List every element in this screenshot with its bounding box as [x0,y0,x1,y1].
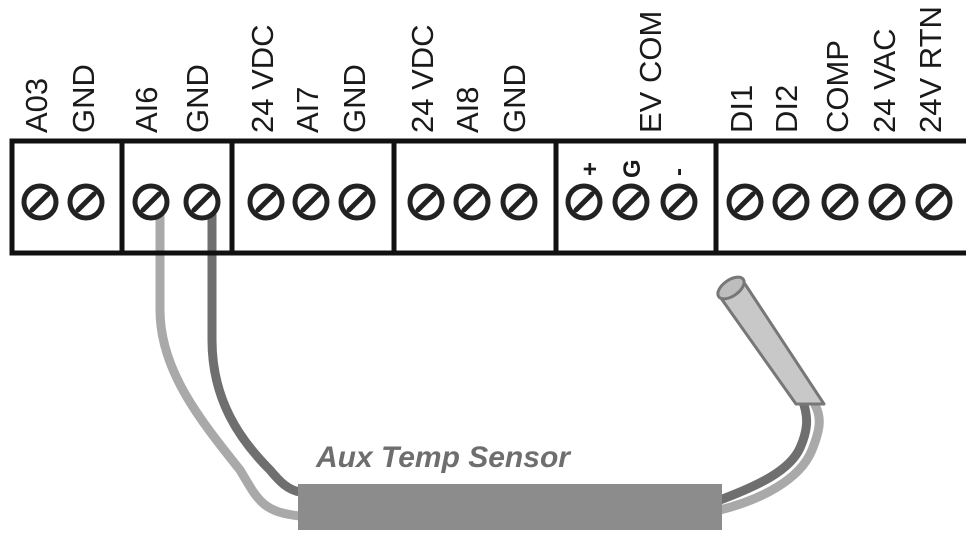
screw-terminal [132,183,170,221]
terminal-label-24vdc: 24 VDC [405,24,440,133]
terminal-label-ai8: AI8 [450,86,485,133]
screw-terminal [500,183,538,221]
screw-terminal [247,183,285,221]
terminal-label-gnd: GND [180,64,215,133]
screw-terminal [915,183,953,221]
screw-terminal [338,183,376,221]
screw-terminal [612,183,650,221]
terminal-screws [21,183,953,221]
screw-terminal [183,183,221,221]
screw-terminal [453,183,491,221]
screw-terminal [67,183,105,221]
terminal-strip [9,138,966,256]
sensor-label: Aux Temp Sensor [315,441,572,474]
screw-terminal [821,183,859,221]
sensor-wire-light [155,207,305,521]
polarity-minus: - [665,168,692,176]
terminal-label-ai6: AI6 [129,86,164,133]
screw-terminal [407,183,445,221]
terminal-label-24v-rtn: 24V RTN [913,6,948,133]
screw-terminal [565,183,603,221]
sensor-wire-dark [207,207,305,497]
terminal-label-24vdc: 24 VDC [245,24,280,133]
terminal-label-gnd: GND [497,64,532,133]
sensor-probe [716,275,826,406]
terminal-label-ai7: AI7 [290,86,325,133]
polarity-plus: + [577,162,604,176]
terminal-label-comp: COMP [820,40,855,133]
screw-terminal [660,183,698,221]
aux-temp-sensor: Aux Temp Sensor [298,441,722,530]
terminal-label-gnd: GND [66,64,101,133]
screw-terminal [21,183,59,221]
terminal-label-di2: DI2 [769,85,804,133]
probe-wire-light [715,400,824,515]
screw-terminal [868,183,906,221]
screw-terminal [726,183,764,221]
polarity-g: G [619,159,646,178]
terminal-label-di1: DI1 [724,85,759,133]
terminal-label-ev-com: EV COM [633,11,668,133]
terminal-label-a03: A03 [19,78,54,133]
terminal-label-gnd: GND [337,64,372,133]
probe-wire-dark [715,400,812,505]
terminal-labels: A03 GND AI6 GND 24 VDC AI7 GND 24 VDC AI… [19,6,948,178]
screw-terminal [772,183,810,221]
terminal-label-24vac: 24 VAC [867,28,902,133]
screw-terminal [292,183,330,221]
